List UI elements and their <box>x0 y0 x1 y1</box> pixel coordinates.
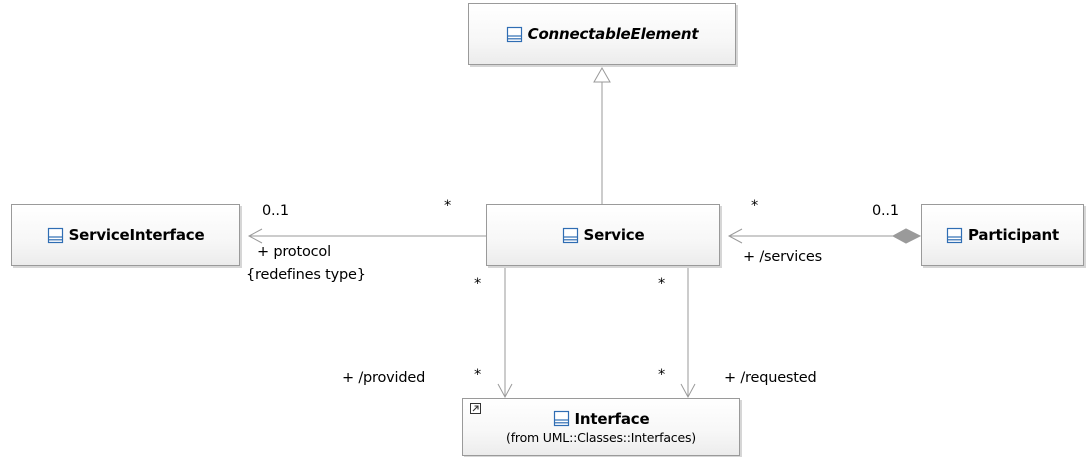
class-name: Interface <box>574 409 650 428</box>
class-name: Service <box>583 226 645 244</box>
class-header: Participant <box>946 226 1059 244</box>
shortcut-arrow-icon <box>470 403 481 414</box>
requested-role-label: + /requested <box>724 370 817 386</box>
protocol-open-arrowhead <box>247 228 263 244</box>
class-name: ServiceInterface <box>68 226 205 244</box>
class-participant[interactable]: Participant <box>921 204 1084 266</box>
protocol-role-label: + protocol <box>257 244 331 260</box>
class-interface[interactable]: Interface (from UML::Classes::Interfaces… <box>462 398 740 456</box>
class-icon <box>946 227 963 243</box>
provided-role-label: + /provided <box>342 370 426 386</box>
services-composition-edge[interactable] <box>727 228 922 244</box>
requested-target-multiplicity: * <box>658 367 666 383</box>
services-open-arrowhead <box>727 228 743 244</box>
class-icon <box>553 410 569 427</box>
services-source-multiplicity: 0..1 <box>872 203 899 219</box>
class-icon <box>47 227 63 243</box>
class-icon <box>562 227 578 243</box>
class-name: Participant <box>968 226 1059 244</box>
provided-association-edge[interactable] <box>497 266 513 399</box>
protocol-constraint-label: {redefines type} <box>246 267 366 283</box>
protocol-target-multiplicity: 0..1 <box>262 203 289 219</box>
requested-source-multiplicity: * <box>658 276 666 292</box>
provided-source-multiplicity: * <box>474 276 482 292</box>
protocol-source-multiplicity: * <box>444 198 452 214</box>
class-service-interface[interactable]: ServiceInterface <box>11 204 240 266</box>
services-role-label: + /services <box>743 249 822 265</box>
class-package-subtitle: (from UML::Classes::Interfaces) <box>506 429 696 445</box>
class-name: ConnectableElement <box>527 25 699 43</box>
protocol-association-edge[interactable] <box>247 228 486 244</box>
class-header: ServiceInterface <box>47 226 205 244</box>
services-composition-diamond <box>891 228 922 244</box>
generalization-edge[interactable] <box>593 66 611 204</box>
requested-open-arrowhead <box>680 383 696 399</box>
class-header: Service <box>562 226 645 244</box>
class-header: ConnectableElement <box>506 25 699 43</box>
class-icon <box>506 26 522 42</box>
class-connectable-element[interactable]: ConnectableElement <box>468 3 736 65</box>
services-target-multiplicity: * <box>751 198 759 214</box>
provided-open-arrowhead <box>497 383 513 399</box>
generalization-arrowhead <box>593 66 611 83</box>
class-header: Interface <box>553 410 650 428</box>
class-service[interactable]: Service <box>486 204 720 266</box>
provided-target-multiplicity: * <box>474 367 482 383</box>
requested-association-edge[interactable] <box>680 266 696 399</box>
